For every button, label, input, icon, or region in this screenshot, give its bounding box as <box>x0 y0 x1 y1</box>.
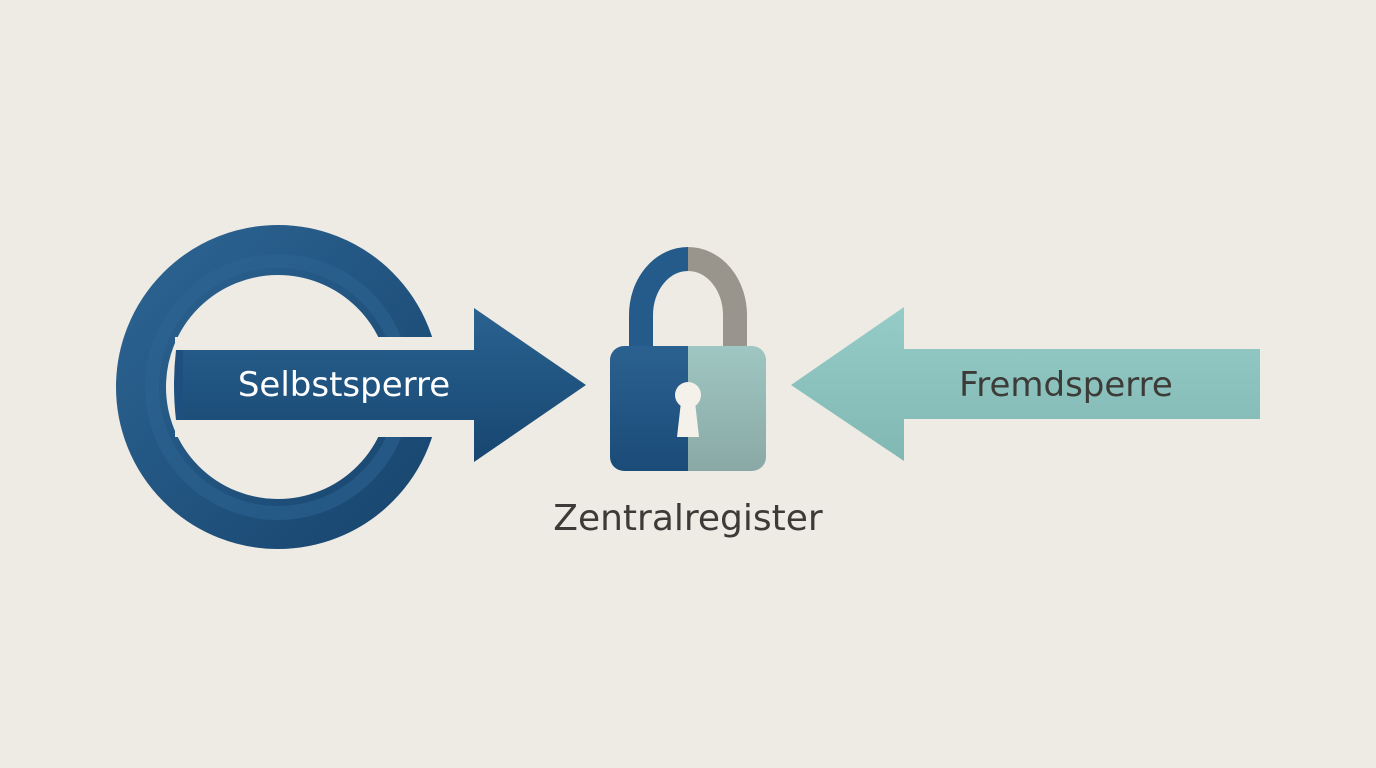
ring-lip <box>174 350 183 420</box>
center-label: Zentralregister <box>553 498 823 539</box>
lock-body-right <box>688 346 766 471</box>
left-arrow-shape <box>183 308 586 462</box>
lock-shackle-left <box>629 247 688 350</box>
padlock-icon <box>610 247 766 471</box>
left-label: Selbstsperre <box>238 365 450 405</box>
left-pointing-arrow-icon <box>791 307 1260 461</box>
right-label: Fremdsperre <box>959 365 1173 405</box>
keyhole-icon <box>675 382 701 437</box>
right-arrow-shape <box>791 307 1260 461</box>
circular-arrow-icon <box>116 225 586 549</box>
lock-shackle-right <box>688 247 747 350</box>
lock-body-left <box>610 346 688 471</box>
